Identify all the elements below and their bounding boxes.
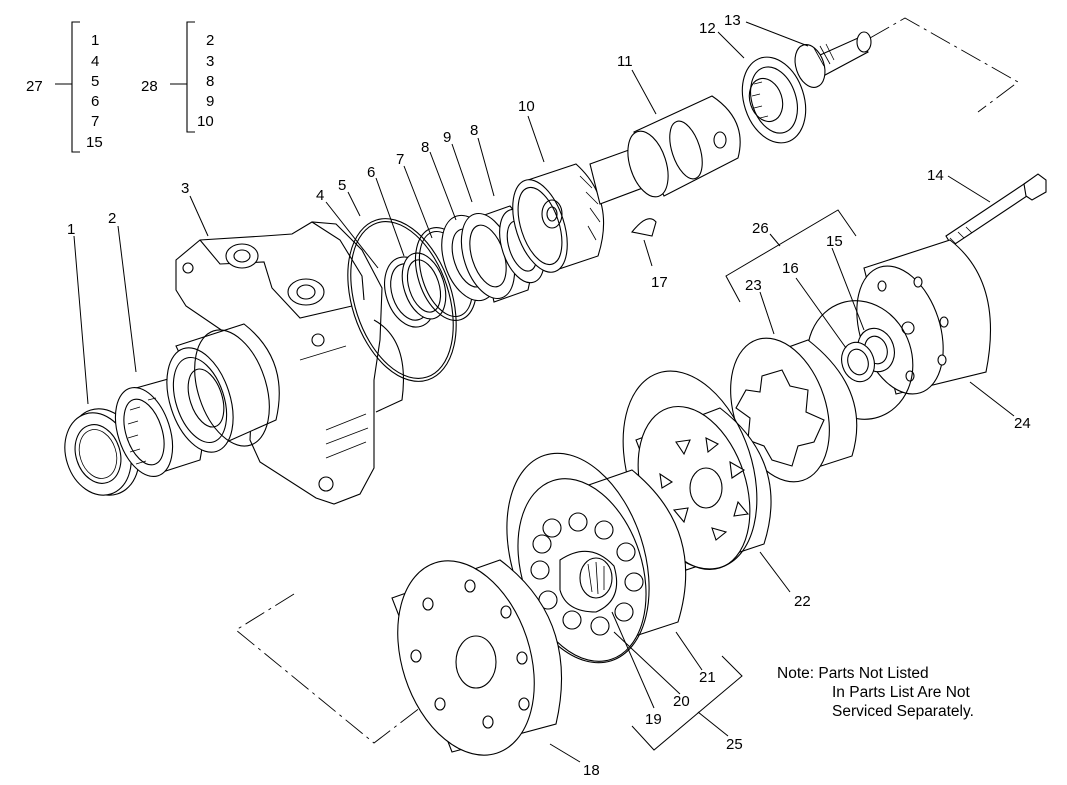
kit-28-item: 2: [206, 32, 214, 49]
part-16-spacer: [841, 341, 875, 383]
kit-28-item: 10: [197, 113, 214, 130]
part-13-drive-link: [794, 31, 872, 88]
part-10-ball-bearing: [512, 163, 605, 273]
callout-4: 4: [316, 187, 324, 204]
kit-27-item: 5: [91, 73, 99, 90]
callout-12: 12: [699, 20, 716, 37]
kit-27-item: 15: [86, 134, 103, 151]
callout-19: 19: [645, 711, 662, 728]
kit-28-bracket: 28 2 3 8 9 10: [141, 21, 214, 133]
note-line: Note: Parts Not Listed: [777, 665, 929, 682]
note-block: Note: Parts Not Listed In Parts List Are…: [777, 664, 974, 721]
callout-18: 18: [583, 762, 600, 779]
kit-28-item: 9: [206, 93, 214, 110]
part-11-output-shaft: [589, 95, 741, 205]
part-12-bearing-spacer: [741, 56, 807, 144]
callout-6: 6: [367, 164, 375, 181]
part-20-valve: [530, 512, 644, 636]
callout-23: 23: [745, 277, 762, 294]
kit-27-item: 1: [91, 32, 99, 49]
leader-lines: [73, 21, 1015, 763]
kit-28-item: 8: [206, 73, 214, 90]
note-line: Serviced Separately.: [832, 703, 974, 720]
part-17-key: [631, 218, 657, 237]
callout-20: 20: [673, 693, 690, 710]
callout-5: 5: [338, 177, 346, 194]
callout-2: 2: [108, 210, 116, 227]
callout-21: 21: [699, 669, 716, 686]
kit-25-bracket: [631, 655, 743, 751]
callout-25: 25: [726, 736, 743, 753]
kit-27-item: 6: [91, 93, 99, 110]
part-18-flange: [391, 559, 563, 756]
note-line: In Parts List Are Not: [832, 684, 970, 701]
kit-28-item: 3: [206, 53, 214, 70]
callout-17: 17: [651, 274, 668, 291]
part-14-cap-screw: [945, 173, 1047, 247]
callout-8-second: 8: [470, 122, 478, 139]
callout-16: 16: [782, 260, 799, 277]
callout-10: 10: [518, 98, 535, 115]
callout-24: 24: [1014, 415, 1031, 432]
callout-26: 26: [752, 220, 769, 237]
callout-8: 8: [421, 139, 429, 156]
callout-3: 3: [181, 180, 189, 197]
callout-11: 11: [617, 53, 633, 70]
kit-27-item: 4: [91, 53, 99, 70]
callout-9: 9: [443, 129, 451, 146]
kit-27-bracket: 27 1 4 5 6 7 15: [26, 21, 103, 153]
callout-13: 13: [724, 12, 741, 29]
part-19-drive-spline: [579, 557, 613, 599]
kit-26-bracket: [725, 209, 857, 303]
part-5-o-ring: [347, 218, 457, 382]
upper-centerline: [869, 17, 1019, 113]
callout-1: 1: [67, 221, 75, 238]
callout-14: 14: [927, 167, 944, 184]
callout-15: 15: [826, 233, 843, 250]
part-3-housing: [166, 221, 404, 505]
kit-27-number: 27: [26, 78, 43, 95]
kit-28-number: 28: [141, 78, 158, 95]
callout-7: 7: [396, 151, 404, 168]
callout-22: 22: [794, 593, 811, 610]
callout-labels: 1 2 3 4 5 6 7 8 9 8 10 11 12 13 14 26 15…: [67, 12, 1031, 779]
kit-27-item: 7: [91, 113, 99, 130]
